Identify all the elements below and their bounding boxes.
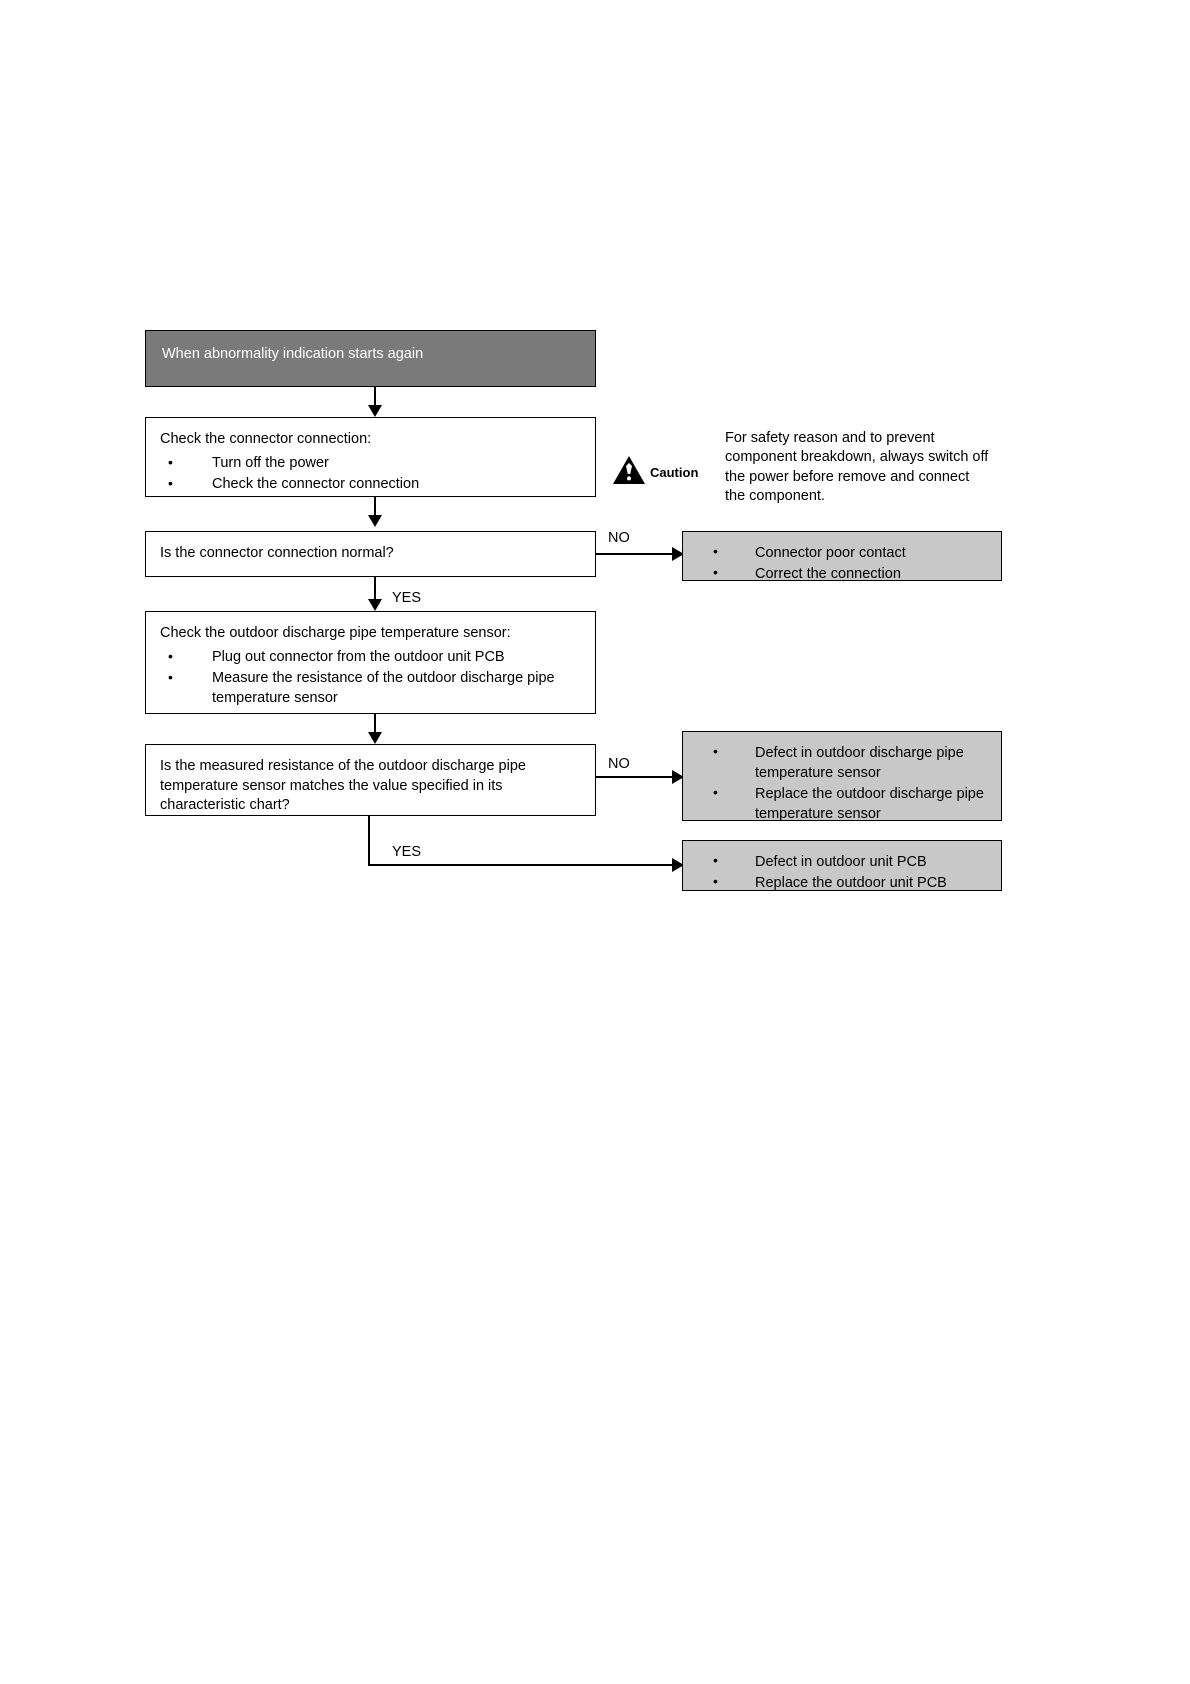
step-check-connector-connection: Check the connector connection: Turn off…	[145, 417, 596, 497]
arrowhead-decision1-no	[672, 547, 684, 561]
result-defect-outdoor-pcb: Defect in outdoor unit PCB Replace the o…	[682, 840, 1002, 893]
decision-resistance-matches: Is the measured resistance of the outdoo…	[145, 744, 596, 816]
arrowhead-decision2-no	[672, 770, 684, 784]
edge-label-yes-2: YES	[392, 844, 422, 860]
warning-triangle-icon	[612, 455, 646, 490]
list-item: Defect in outdoor discharge pipe tempera…	[697, 742, 987, 783]
result-bullet-list: Defect in outdoor discharge pipe tempera…	[697, 742, 987, 824]
flow-start-banner: When abnormality indication starts again	[145, 330, 596, 387]
list-item: Correct the connection	[697, 563, 987, 584]
caution-label: Caution	[650, 465, 699, 480]
result-connector-poor-contact: Connector poor contact Correct the conne…	[682, 531, 1002, 584]
connector-start-to-step1	[374, 387, 376, 415]
connector-decision2-yes-horizontal	[368, 864, 682, 866]
arrowhead-start-to-step1	[368, 405, 382, 417]
connector-decision2-yes-vertical	[368, 816, 370, 865]
list-item: Defect in outdoor unit PCB	[697, 851, 987, 872]
step-title: Check the outdoor discharge pipe tempera…	[160, 625, 511, 641]
step-title: Check the connector connection:	[160, 431, 372, 447]
step-bullet-list: Turn off the power Check the connector c…	[160, 453, 581, 495]
list-item: Replace the outdoor discharge pipe tempe…	[697, 783, 987, 824]
flow-start-label: When abnormality indication starts again	[162, 346, 424, 362]
list-item: Connector poor contact	[697, 542, 987, 563]
decision-title: Is the measured resistance of the outdoo…	[160, 758, 526, 814]
list-item: Replace the outdoor unit PCB	[697, 872, 987, 893]
connector-step3-to-decision2	[374, 714, 376, 742]
connector-decision2-no	[596, 776, 682, 778]
result-bullet-list: Defect in outdoor unit PCB Replace the o…	[697, 851, 987, 893]
connector-decision1-yes	[374, 577, 376, 609]
decision-connector-normal: Is the connector connection normal?	[145, 531, 596, 577]
arrowhead-decision2-yes	[672, 858, 684, 872]
list-item: Measure the resistance of the outdoor di…	[160, 668, 581, 708]
list-item: Plug out connector from the outdoor unit…	[160, 647, 581, 668]
step-bullet-list: Plug out connector from the outdoor unit…	[160, 647, 581, 709]
list-item: Turn off the power	[160, 453, 581, 474]
list-item: Check the connector connection	[160, 474, 581, 495]
arrowhead-step1-to-decision1	[368, 515, 382, 527]
step-check-discharge-sensor: Check the outdoor discharge pipe tempera…	[145, 611, 596, 714]
caution-group: Caution	[612, 455, 698, 490]
edge-label-no-2: NO	[608, 756, 630, 772]
result-defect-discharge-sensor: Defect in outdoor discharge pipe tempera…	[682, 731, 1002, 824]
edge-label-yes-1: YES	[392, 590, 422, 606]
connector-decision1-no	[596, 553, 682, 555]
connector-step1-to-decision1	[374, 497, 376, 525]
arrowhead-decision1-yes	[368, 599, 382, 611]
caution-text: For safety reason and to prevent compone…	[725, 430, 989, 504]
decision-title: Is the connector connection normal?	[160, 545, 394, 561]
result-bullet-list: Connector poor contact Correct the conne…	[697, 542, 987, 584]
arrowhead-step3-to-decision2	[368, 732, 382, 744]
edge-label-no-1: NO	[608, 530, 630, 546]
